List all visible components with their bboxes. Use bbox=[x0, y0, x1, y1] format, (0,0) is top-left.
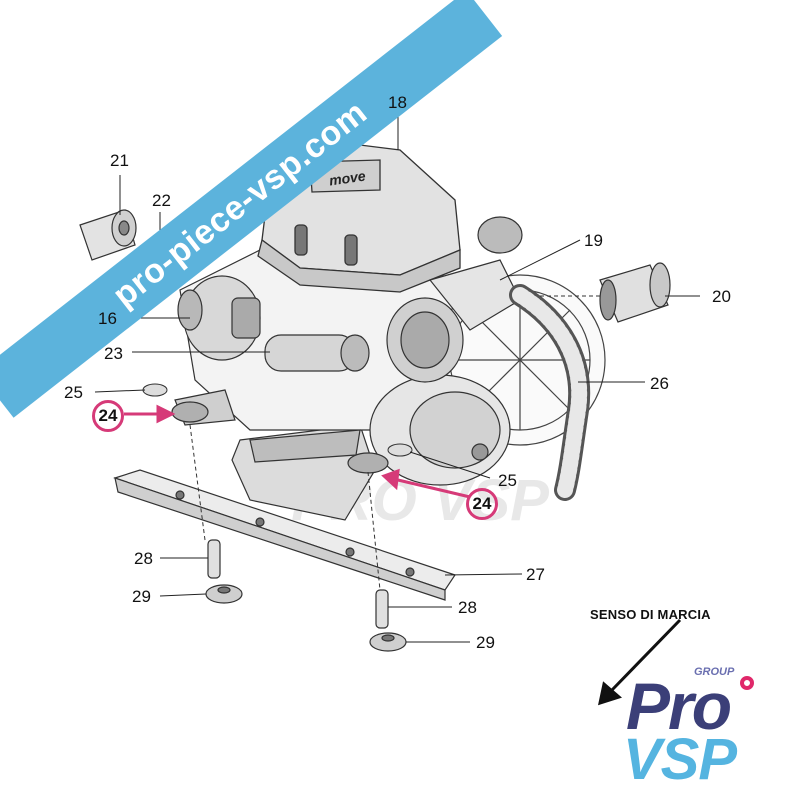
logo-pro-text: Pro bbox=[626, 669, 732, 743]
callout-27: 27 bbox=[526, 565, 545, 584]
callout-24-left: 24 bbox=[92, 400, 124, 432]
brand-logo: GROUP Pro VSP bbox=[608, 640, 788, 792]
callout-28-left: 28 bbox=[134, 549, 153, 568]
crossmember bbox=[113, 469, 456, 601]
alignment-lines bbox=[189, 295, 600, 591]
highlight-arrows bbox=[124, 404, 471, 499]
pin-28-right bbox=[375, 589, 389, 629]
callout-29-left: 29 bbox=[132, 587, 151, 606]
direction-label: SENSO DI MARCIA bbox=[590, 607, 711, 622]
engine-mount-right bbox=[347, 452, 389, 474]
pin-28-left bbox=[207, 539, 221, 579]
bushing-21 bbox=[79, 209, 137, 261]
callout-29-right: 29 bbox=[476, 633, 495, 652]
throttle-body bbox=[386, 216, 523, 383]
direction-arrow bbox=[598, 618, 682, 706]
logo-accent-icon bbox=[740, 676, 754, 690]
callout-19: 19 bbox=[584, 231, 603, 250]
callout-21: 21 bbox=[110, 151, 129, 170]
engine-mount-left bbox=[171, 389, 236, 426]
callout-25-left: 25 bbox=[64, 383, 83, 402]
callout-22: 22 bbox=[152, 191, 171, 210]
logo-vsp-text: VSP bbox=[623, 727, 737, 792]
engine-cover-badge: move bbox=[328, 168, 367, 189]
logo-group-text: GROUP bbox=[694, 666, 735, 678]
washer-25-right bbox=[387, 443, 413, 457]
clutch-housing bbox=[369, 374, 511, 486]
bushing-29-left bbox=[205, 584, 243, 604]
callout-18: 18 bbox=[388, 93, 407, 112]
callout-24-right: 24 bbox=[466, 488, 498, 520]
callout-25-right: 25 bbox=[498, 471, 517, 490]
callout-26: 26 bbox=[650, 374, 669, 393]
bushing-29-right bbox=[369, 632, 407, 652]
callout-16: 16 bbox=[98, 309, 117, 328]
alternator bbox=[177, 275, 261, 361]
washer-25-left bbox=[142, 383, 168, 397]
callout-20: 20 bbox=[712, 287, 731, 306]
callout-23: 23 bbox=[104, 344, 123, 363]
starter-motor bbox=[264, 334, 370, 372]
callout-28-right: 28 bbox=[458, 598, 477, 617]
air-filter bbox=[599, 262, 671, 323]
